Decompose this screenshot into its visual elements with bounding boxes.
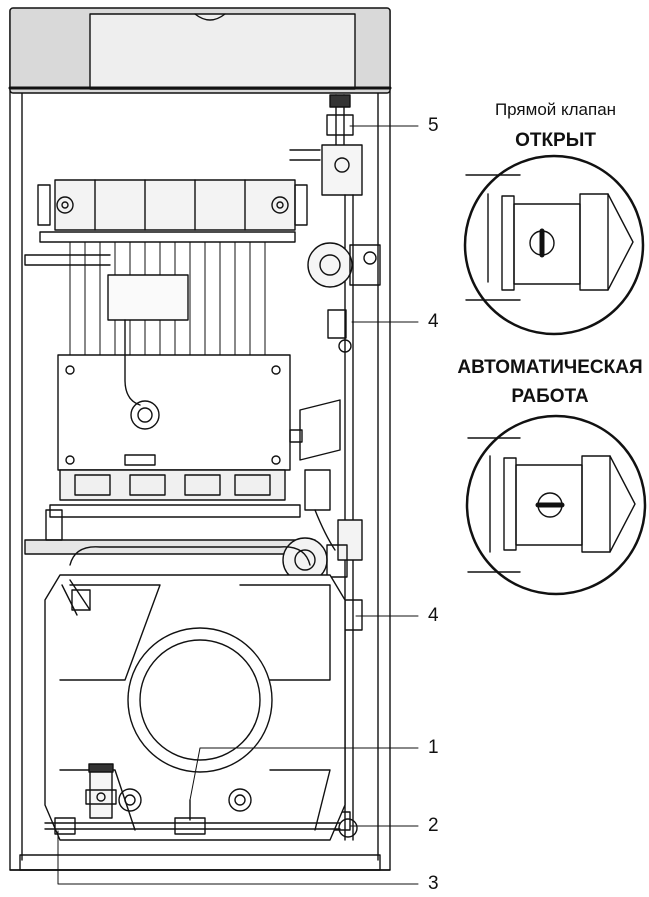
- callout-4-upper: 4: [428, 311, 439, 332]
- combustion-chamber: [24, 319, 316, 555]
- top-lid: [8, 7, 392, 94]
- valve-open-caption-line1: Прямой клапан: [494, 100, 617, 119]
- storage-tank: [44, 546, 346, 841]
- callout-3: 3: [428, 873, 439, 894]
- callout-4-lower: 4: [428, 605, 439, 626]
- callout-1: 1: [428, 737, 439, 758]
- drain-line: [44, 763, 341, 835]
- valve-open-detail: [463, 154, 645, 336]
- valve-open-caption-line2: ОТКРЫТ: [515, 130, 596, 151]
- callout-5: 5: [428, 115, 439, 136]
- leader-lines: [57, 125, 419, 885]
- valve-auto-caption-line2: РАБОТА: [511, 386, 589, 407]
- callout-2: 2: [428, 815, 439, 836]
- valve-auto-caption-line1: АВТОМАТИЧЕСКАЯ: [457, 357, 643, 378]
- heat-exchanger: [24, 179, 308, 356]
- valve-auto-detail: [465, 414, 647, 596]
